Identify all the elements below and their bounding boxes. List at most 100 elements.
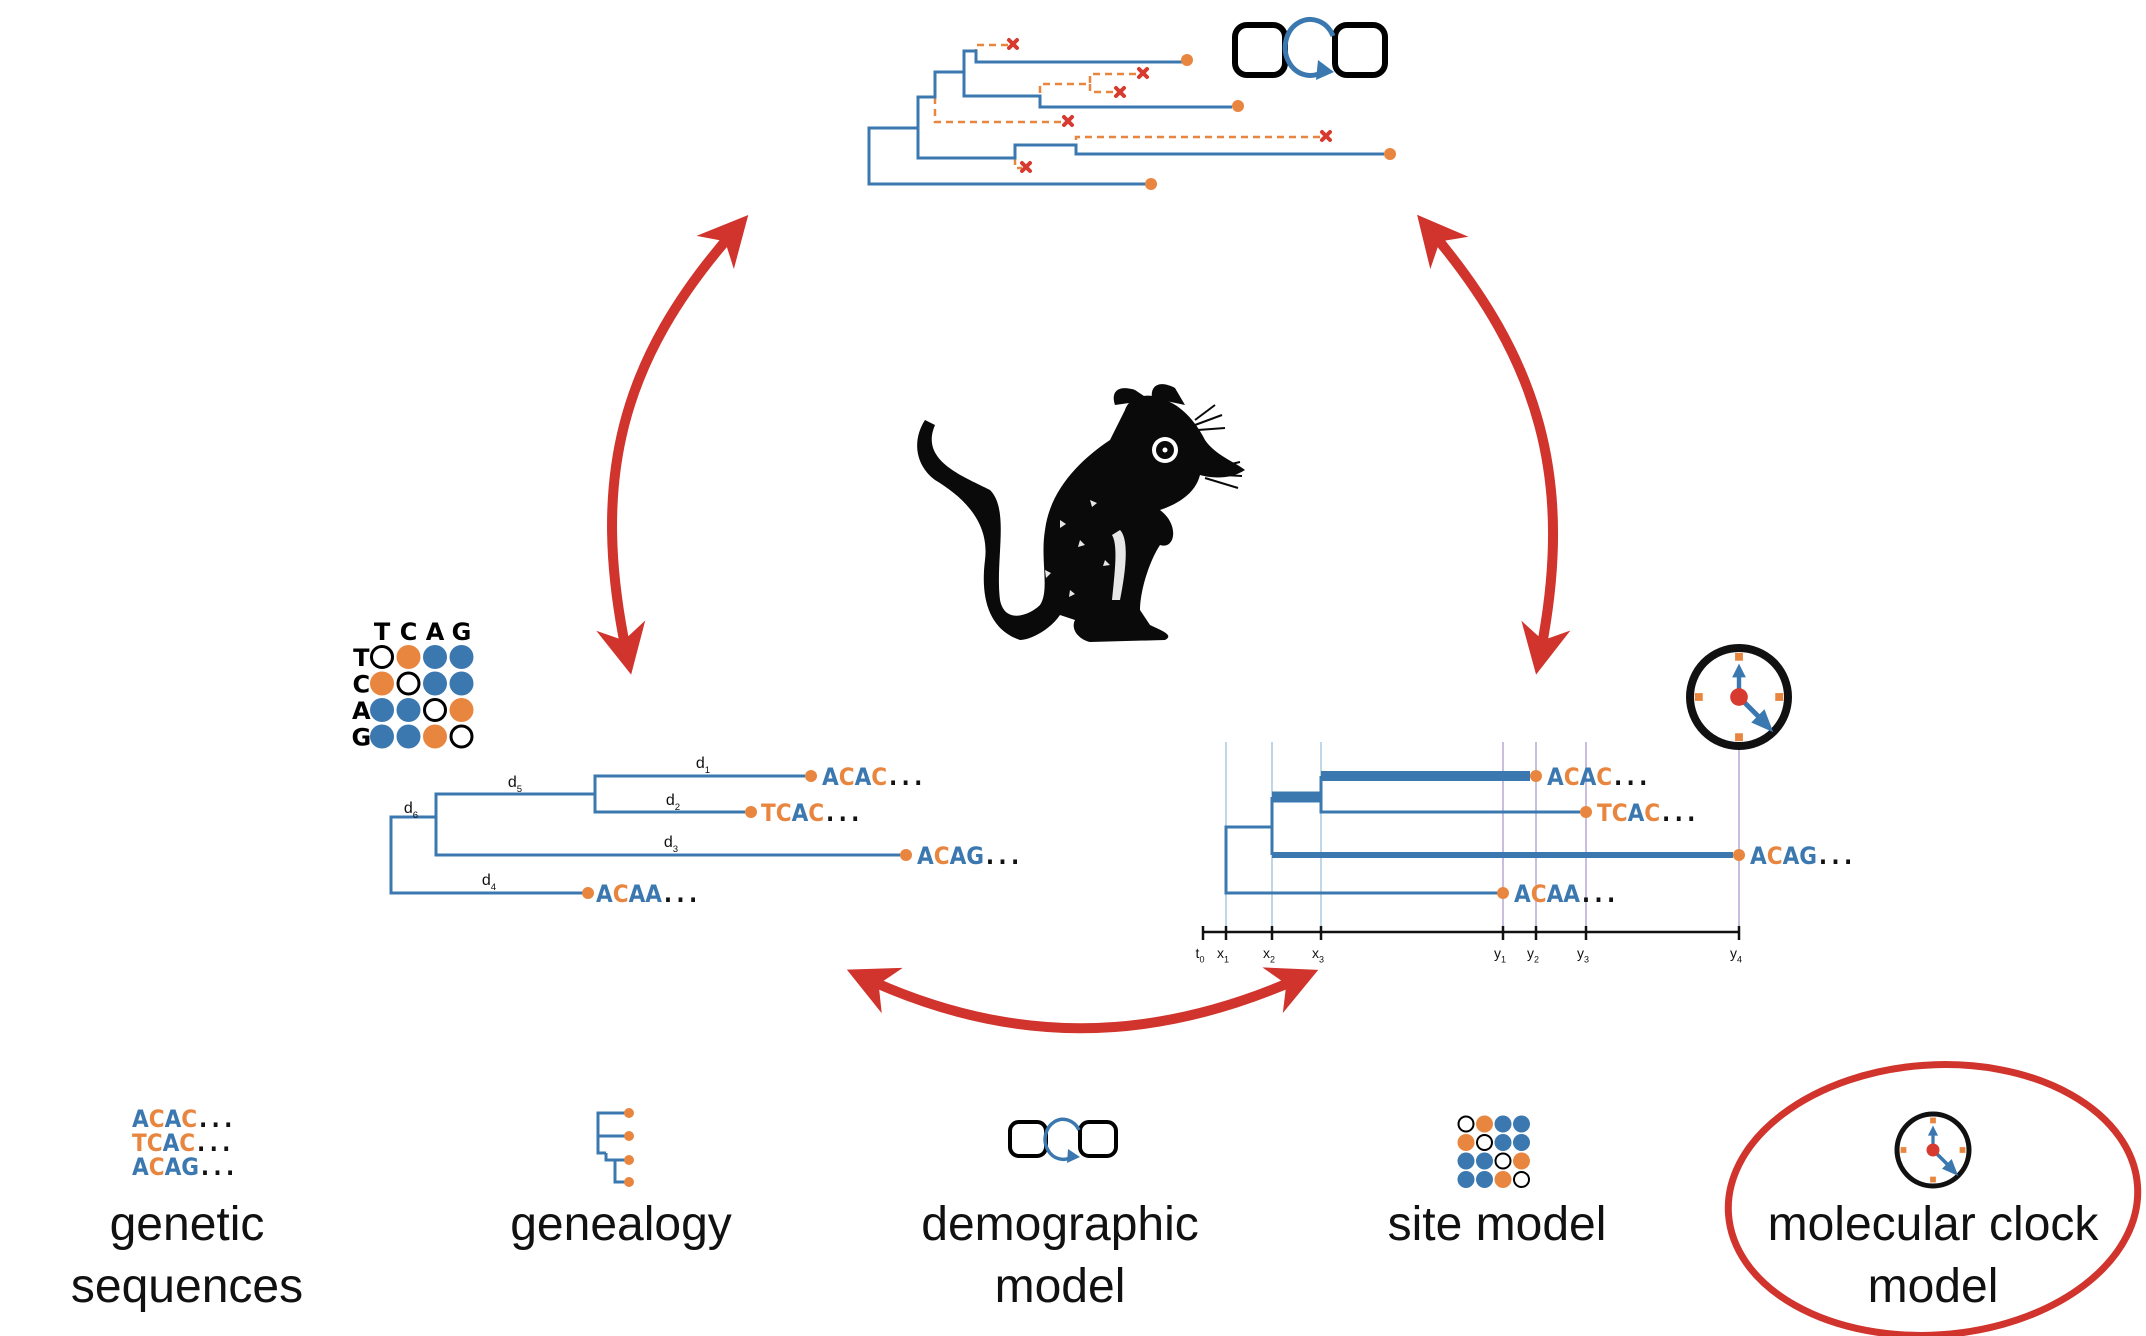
tree-branches bbox=[389, 774, 900, 895]
legend-label-line1: site model bbox=[1388, 1198, 1607, 1251]
sequence-label: ACAG... bbox=[132, 1153, 238, 1181]
legend-label-line1: genealogy bbox=[510, 1198, 732, 1251]
subscript-label: y3 bbox=[1577, 945, 1589, 965]
matrix-cell bbox=[396, 671, 421, 696]
matrix-cell bbox=[1457, 1152, 1475, 1170]
matrix-column-header: A bbox=[426, 618, 445, 646]
matrix-cell bbox=[1476, 1134, 1493, 1151]
matrix-cell bbox=[423, 724, 447, 749]
nucleotide: A bbox=[1750, 842, 1767, 870]
matrix-cell bbox=[1513, 1152, 1530, 1170]
sequence-label: ACAC... bbox=[822, 763, 927, 791]
matrix-cell bbox=[423, 698, 447, 722]
matrix-cell bbox=[449, 698, 474, 722]
nucleotide: A bbox=[1563, 880, 1580, 908]
right-tip-sequences: ACAC...TCAC...ACAG...ACAA... bbox=[1514, 763, 1852, 908]
nucleotide: C bbox=[1767, 842, 1783, 870]
nucleotide: C bbox=[149, 1105, 165, 1133]
matrix-cell bbox=[396, 724, 421, 749]
clock-hand-hour-head bbox=[1942, 1159, 1959, 1176]
clock-tick bbox=[1930, 1117, 1936, 1124]
sequence-label: ACAA... bbox=[596, 880, 701, 908]
legend-item-demographic-model: demographic model bbox=[921, 1117, 1199, 1313]
clock-hand-hour-head bbox=[1751, 709, 1774, 733]
matrix-cell bbox=[1457, 1134, 1475, 1151]
legend-label-line1: genetic bbox=[110, 1198, 265, 1251]
matrix-cell bbox=[1494, 1115, 1512, 1133]
legend-label-line1: molecular clock bbox=[1768, 1198, 2100, 1251]
clock-tree-branches bbox=[1224, 776, 1580, 895]
sequence-label: TCAC... bbox=[761, 799, 864, 827]
sequences-icon: ACAC...TCAC...ACAG... bbox=[132, 1105, 238, 1181]
subscript-label: d6 bbox=[404, 800, 418, 821]
cycle-arrows bbox=[596, 214, 1571, 1034]
matrix-cell bbox=[449, 724, 474, 749]
nucleotide: A bbox=[917, 842, 934, 870]
tree-tips bbox=[582, 770, 912, 899]
legend-label-line2: model bbox=[1868, 1260, 1999, 1313]
matrix-cell bbox=[1513, 1134, 1530, 1151]
legend-label-line2: model bbox=[995, 1260, 1126, 1313]
nucleotide: C bbox=[181, 1105, 197, 1133]
demographic-model-icon bbox=[1008, 1117, 1118, 1163]
sequence-label: ACAC... bbox=[132, 1105, 237, 1133]
sequence-ellipsis: ... bbox=[826, 799, 864, 827]
nucleotide: C bbox=[179, 1129, 195, 1157]
clock-tick bbox=[1694, 693, 1703, 701]
sequence-ellipsis: ... bbox=[197, 1129, 235, 1157]
nucleotide: C bbox=[871, 763, 887, 791]
nucleotide: C bbox=[149, 1153, 165, 1181]
subscript-label: y1 bbox=[1494, 945, 1506, 965]
genealogy-icon bbox=[596, 1108, 634, 1187]
sequence-ellipsis: ... bbox=[199, 1105, 237, 1133]
nucleotide: A bbox=[596, 880, 613, 908]
clock-center bbox=[1730, 688, 1748, 706]
matrix-cell bbox=[1513, 1115, 1530, 1133]
subscript-label: d5 bbox=[508, 774, 522, 795]
matrix-column-header: G bbox=[452, 618, 472, 646]
sequence-label: TCAC... bbox=[132, 1129, 235, 1157]
nucleotide: G bbox=[966, 842, 984, 870]
nucleotide: A bbox=[792, 799, 809, 827]
subscript-label: y4 bbox=[1730, 945, 1742, 965]
sequence-ellipsis: ... bbox=[201, 1153, 239, 1181]
clock-hand-minute-head bbox=[1732, 663, 1746, 678]
clock-tree-tips bbox=[1497, 770, 1745, 899]
nucleotide: T bbox=[132, 1129, 147, 1157]
matrix-cell bbox=[396, 698, 421, 722]
nucleotide: A bbox=[1514, 880, 1531, 908]
sequence-label: TCAC... bbox=[1597, 799, 1700, 827]
sequence-ellipsis: ... bbox=[1614, 763, 1652, 791]
nucleotide: C bbox=[147, 1129, 163, 1157]
time-axis bbox=[1201, 926, 1741, 940]
nucleotide: C bbox=[776, 799, 792, 827]
clock-tick bbox=[1735, 733, 1743, 742]
sequence-ellipsis: ... bbox=[889, 763, 927, 791]
matrix-cell bbox=[1513, 1171, 1530, 1188]
matrix-row-header: T bbox=[353, 644, 370, 672]
sequence-label: ACAG... bbox=[917, 842, 1023, 870]
clock-tick bbox=[1930, 1176, 1936, 1183]
subscript-label: d4 bbox=[482, 872, 497, 893]
nucleotide: C bbox=[1612, 799, 1628, 827]
subscript-label: x2 bbox=[1263, 945, 1275, 965]
nucleotide: C bbox=[808, 799, 824, 827]
nucleotide: A bbox=[645, 880, 662, 908]
legend: ACAC...TCAC...ACAG... genetic sequences … bbox=[71, 1061, 2142, 1336]
nucleotide: A bbox=[163, 1129, 180, 1157]
highlight-circle bbox=[1724, 1061, 2142, 1336]
nucleotide: A bbox=[165, 1153, 182, 1181]
matrix-cell bbox=[370, 671, 394, 696]
matrix-column-header: T bbox=[374, 618, 391, 646]
matrix-row-header: A bbox=[352, 697, 371, 725]
nucleotide: T bbox=[1597, 799, 1612, 827]
nucleotide: C bbox=[839, 763, 855, 791]
sequence-ellipsis: ... bbox=[986, 842, 1024, 870]
legend-item-genealogy: genealogy bbox=[510, 1108, 732, 1251]
matrix-row-header: C bbox=[353, 671, 371, 699]
subscript-label: x1 bbox=[1217, 945, 1229, 965]
site-model-icon bbox=[1457, 1115, 1530, 1188]
